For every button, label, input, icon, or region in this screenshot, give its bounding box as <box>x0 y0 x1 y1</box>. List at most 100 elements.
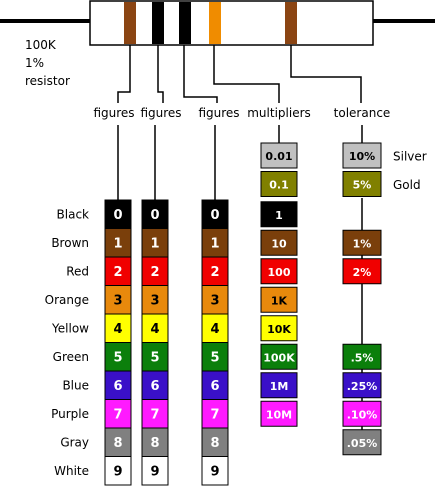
band-5 <box>285 2 297 44</box>
figures-1-box-black <box>104 199 132 229</box>
band-1 <box>124 2 136 44</box>
tolerance-box-blue <box>342 372 382 399</box>
figures-3-digit-gray: 8 <box>210 436 219 451</box>
row-label-brown: Brown <box>51 236 89 250</box>
figures-3-box-white <box>201 456 229 486</box>
header-figures-3: figures <box>198 106 239 120</box>
band-2 <box>152 2 164 44</box>
figures-1-digit-green: 5 <box>113 350 122 365</box>
leader-figures-1 <box>117 45 131 103</box>
figures-3-box-gray <box>201 427 229 457</box>
figures-1-digit-white: 9 <box>113 464 122 479</box>
figures-2-box-orange <box>141 285 169 315</box>
figures-3-box-yellow <box>201 313 229 343</box>
row-label-purple: Purple <box>51 407 89 421</box>
multiplier-box-orange <box>260 286 298 313</box>
multiplier-box-blue <box>260 372 298 399</box>
tolerance-value-purple: .10% <box>347 408 378 421</box>
figures-2-digit-red: 2 <box>150 265 159 280</box>
figures-1-digit-brown: 1 <box>113 236 122 251</box>
tolerance-box-gray <box>342 429 382 456</box>
tolerance-box-gold <box>342 171 382 197</box>
multiplier-value-blue: 1M <box>270 380 289 393</box>
leader-lines <box>117 45 362 103</box>
figures-2-digit-blue: 6 <box>150 379 159 394</box>
row-label-blue: Blue <box>62 378 89 392</box>
multiplier-value-black: 1 <box>275 209 283 222</box>
multiplier-value-silver: 0.01 <box>265 150 292 163</box>
figures-3-digit-blue: 6 <box>210 379 219 394</box>
multiplier-box-green <box>260 343 298 370</box>
row-label-red: Red <box>66 264 89 278</box>
row-label-green: Green <box>53 350 89 364</box>
tolerance-value-brown: 1% <box>353 237 372 250</box>
figures-1-box-purple <box>104 399 132 429</box>
row-label-yellow: Yellow <box>51 321 89 335</box>
header-tolerance: tolerance <box>334 106 391 120</box>
figures-2-digit-yellow: 4 <box>150 322 159 337</box>
figures-1-digit-red: 2 <box>113 265 122 280</box>
figures-3-digit-black: 0 <box>210 208 219 223</box>
multiplier-value-purple: 10M <box>266 408 292 421</box>
note-tolerance: 1% <box>25 56 44 70</box>
tolerance-box-red <box>342 258 382 285</box>
header-figures-2: figures <box>140 106 181 120</box>
figures-2-digit-purple: 7 <box>150 407 159 422</box>
figures-3-box-orange <box>201 285 229 315</box>
multiplier-box-gold <box>260 171 298 197</box>
leader-tolerance <box>290 45 362 103</box>
row-label-white: White <box>54 464 89 478</box>
multiplier-box-yellow <box>260 315 298 342</box>
figures-2-digit-brown: 1 <box>150 236 159 251</box>
figures-3-digit-red: 2 <box>210 265 219 280</box>
tolerance-value-blue: .25% <box>347 380 378 393</box>
figures-2-digit-orange: 3 <box>150 293 159 308</box>
figures-1-box-red <box>104 256 132 286</box>
figures-1-digit-gray: 8 <box>113 436 122 451</box>
figures-2-box-purple <box>141 399 169 429</box>
leader-multipliers <box>213 45 280 103</box>
figures-1-box-white <box>104 456 132 486</box>
figures-1-box-blue <box>104 370 132 400</box>
figures-1-digit-black: 0 <box>113 208 122 223</box>
tolerance-value-gold: 5% <box>353 179 372 192</box>
figures-3-box-black <box>201 199 229 229</box>
multiplier-value-orange: 1K <box>271 294 288 307</box>
tolerance-box-purple <box>342 400 382 427</box>
tolerance-box-silver <box>342 142 382 169</box>
figures-3-digit-white: 9 <box>210 464 219 479</box>
resistor-bands <box>124 2 297 44</box>
tolerance-box-brown <box>342 229 382 256</box>
multiplier-box-brown <box>260 229 298 256</box>
note-value: 100K <box>25 38 57 52</box>
figures-3-digit-brown: 1 <box>210 236 219 251</box>
multiplier-box-silver <box>260 142 298 169</box>
multiplier-box-black <box>260 201 298 228</box>
header-figures-1: figures <box>93 106 134 120</box>
figures-2-digit-white: 9 <box>150 464 159 479</box>
tolerance-value-red: 2% <box>353 266 372 279</box>
figures-2-box-blue <box>141 370 169 400</box>
multiplier-value-brown: 10 <box>271 237 287 250</box>
tolerance-value-green: .5% <box>351 351 374 364</box>
header-multipliers: multipliers <box>247 106 311 120</box>
extra-label-silver: Silver <box>393 150 427 164</box>
figures-2-box-gray <box>141 427 169 457</box>
figures-2-digit-green: 5 <box>150 350 159 365</box>
figures-3-digit-orange: 3 <box>210 293 219 308</box>
figures-1-digit-orange: 3 <box>113 293 122 308</box>
leader-figures-2 <box>157 45 164 103</box>
figures-3-digit-green: 5 <box>210 350 219 365</box>
multiplier-value-yellow: 10K <box>267 323 291 336</box>
figures-1-digit-blue: 6 <box>113 379 122 394</box>
figures-2-digit-black: 0 <box>150 208 159 223</box>
figures-2-box-red <box>141 256 169 286</box>
multiplier-box-red <box>260 258 298 285</box>
figures-1-box-yellow <box>104 313 132 343</box>
note-resistor: resistor <box>25 74 70 88</box>
resistor-body <box>89 0 374 46</box>
leader-figures-3 <box>183 45 218 103</box>
tolerance-value-gray: .05% <box>347 437 378 450</box>
